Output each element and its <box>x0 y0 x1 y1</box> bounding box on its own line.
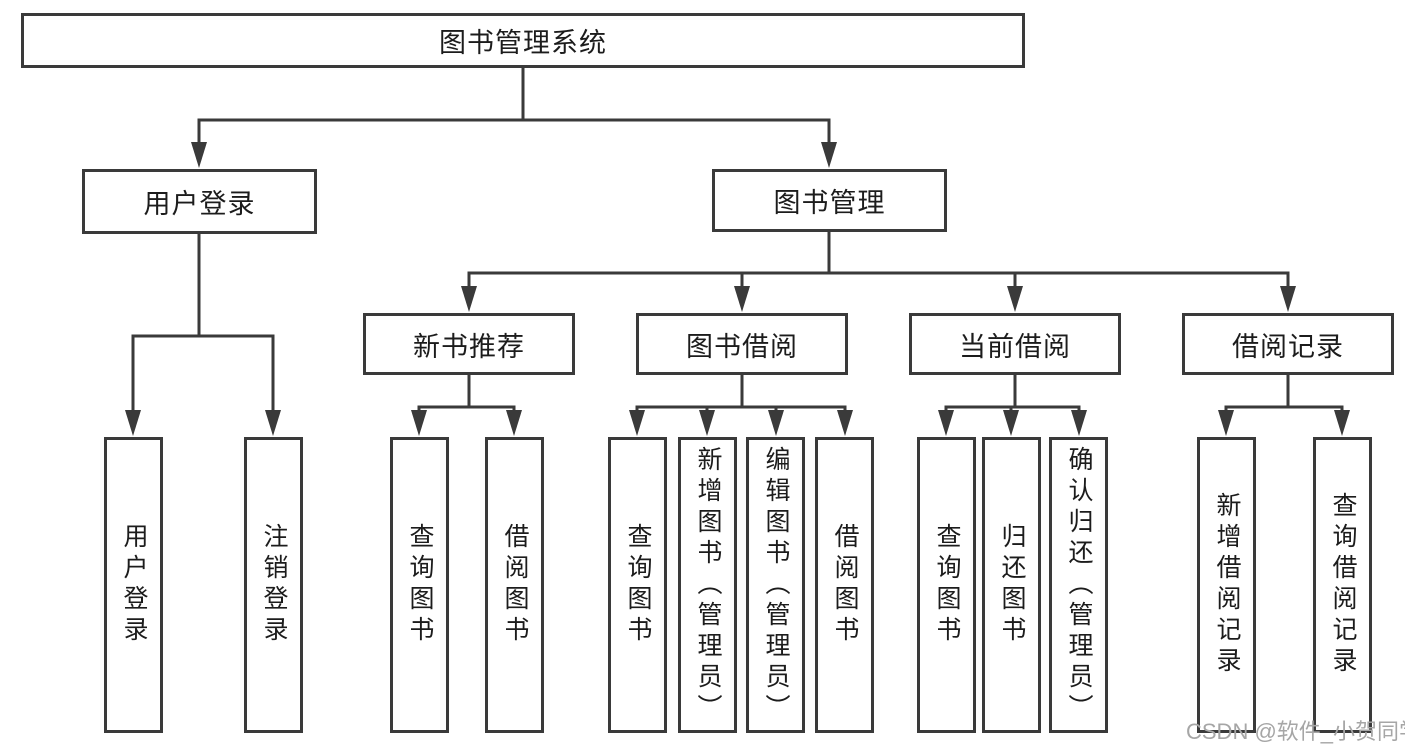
leaf-query-books-borrow: 查询图书 <box>608 437 667 733</box>
node-label: 图书借阅 <box>686 331 798 362</box>
node-label: 确认归还（管理员） <box>1065 445 1093 725</box>
node-label: 用户登录 <box>143 189 256 219</box>
node-label: 借阅图书 <box>501 523 529 647</box>
node-book-management: 图书管理 <box>712 169 947 232</box>
node-library-system: 图书管理系统 <box>21 13 1025 68</box>
node-label: 编辑图书（管理员） <box>762 445 790 725</box>
node-label: 当前借阅 <box>959 331 1071 362</box>
leaf-query-borrow-record: 查询借阅记录 <box>1313 437 1372 733</box>
node-label: 查询图书 <box>933 523 961 647</box>
leaf-return-books: 归还图书 <box>982 437 1041 733</box>
node-label: 查询图书 <box>406 523 434 647</box>
node-label: 新增借阅记录 <box>1213 492 1241 678</box>
leaf-borrow-books: 借阅图书 <box>815 437 874 733</box>
leaf-borrow-books-recommend: 借阅图书 <box>485 437 544 733</box>
node-new-book-recommend: 新书推荐 <box>363 313 575 375</box>
leaf-edit-books-admin: 编辑图书（管理员） <box>746 437 805 733</box>
leaf-query-books-current: 查询图书 <box>917 437 976 733</box>
node-label: 图书管理系统 <box>439 28 607 58</box>
node-label: 借阅图书 <box>831 523 859 647</box>
node-user-login-branch: 用户登录 <box>82 169 317 234</box>
leaf-query-books-recommend: 查询图书 <box>390 437 449 733</box>
leaf-user-login: 用户登录 <box>104 437 163 733</box>
node-current-borrow: 当前借阅 <box>909 313 1121 375</box>
node-label: 用户登录 <box>120 523 148 647</box>
leaf-confirm-return-admin: 确认归还（管理员） <box>1049 437 1108 733</box>
node-label: 归还图书 <box>998 523 1026 647</box>
node-label: 新增图书（管理员） <box>694 445 722 725</box>
node-label: 查询图书 <box>624 523 652 647</box>
leaf-logout: 注销登录 <box>244 437 303 733</box>
node-borrow-records: 借阅记录 <box>1182 313 1394 375</box>
node-label: 注销登录 <box>260 523 288 647</box>
node-book-borrow: 图书借阅 <box>636 313 848 375</box>
leaf-add-books-admin: 新增图书（管理员） <box>678 437 737 733</box>
node-label: 查询借阅记录 <box>1329 492 1357 678</box>
node-label: 图书管理 <box>773 188 886 218</box>
node-label: 新书推荐 <box>413 331 525 362</box>
csdn-watermark: CSDN @软件_小贺同学 <box>1186 719 1405 744</box>
node-label: 借阅记录 <box>1232 331 1344 362</box>
leaf-add-borrow-record: 新增借阅记录 <box>1197 437 1256 733</box>
